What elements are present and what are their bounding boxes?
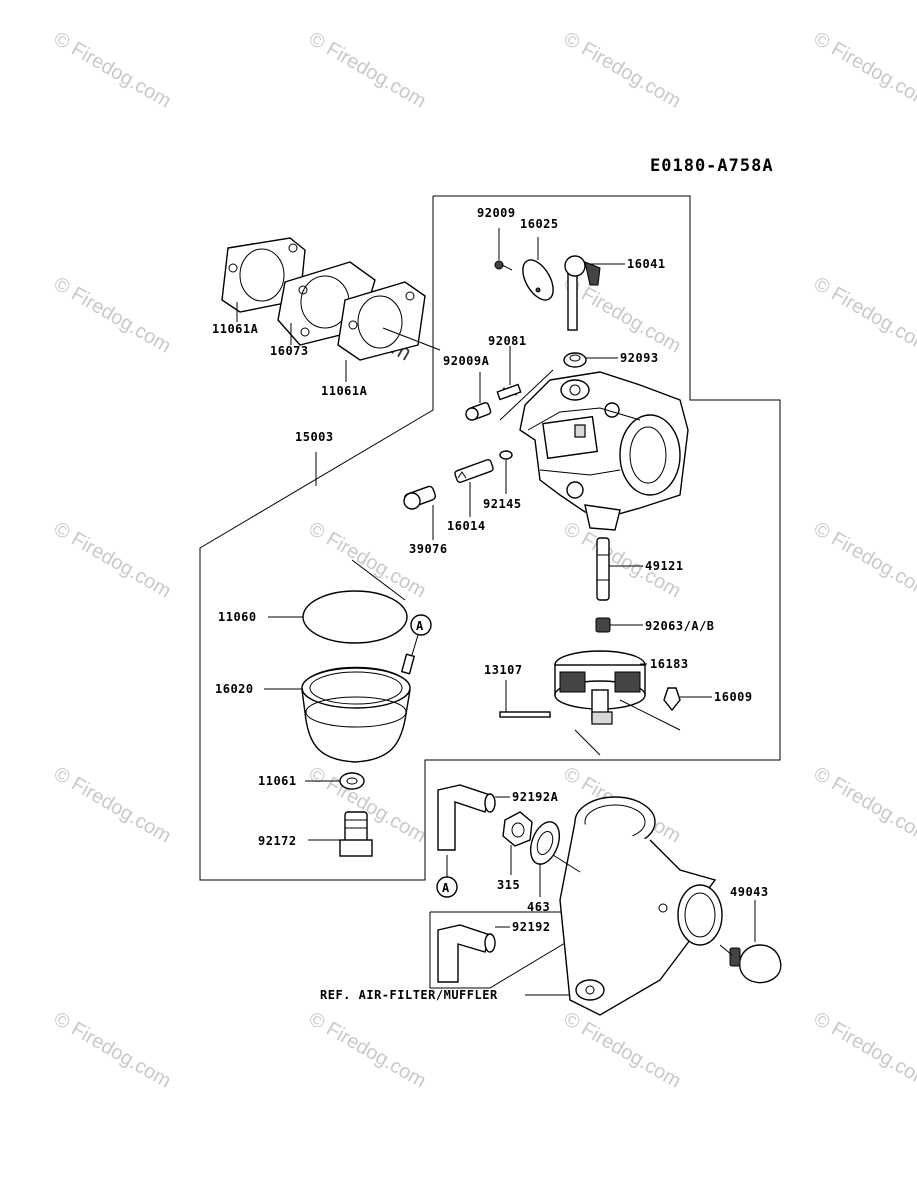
callout-a-leader xyxy=(411,634,419,656)
gasket-11060 xyxy=(302,590,408,644)
watermark: © Firedog.com xyxy=(50,518,175,603)
part-label: 11061 xyxy=(258,774,297,788)
choke-shaft-16041 xyxy=(564,255,601,331)
part-label: 16020 xyxy=(215,682,254,696)
part-label: 11061A xyxy=(212,322,259,336)
callout-a-hose: A xyxy=(436,876,458,898)
main-jet-92063 xyxy=(595,617,611,633)
bleed-pipe-39076 xyxy=(403,485,437,510)
lock-washer-463 xyxy=(529,821,561,865)
assembly-outline xyxy=(199,195,781,881)
watermark: © Firedog.com xyxy=(50,28,175,113)
nozzle-16014 xyxy=(454,459,494,483)
carburetor-body xyxy=(519,371,689,531)
watermark: © Firedog.com xyxy=(810,28,917,113)
hose-92192-outline xyxy=(429,911,571,989)
part-label: 92009 xyxy=(477,206,516,220)
watermark: © Firedog.com xyxy=(50,273,175,358)
float-guide-line xyxy=(619,699,681,731)
watermark: © Firedog.com xyxy=(560,1008,685,1093)
part-label: 11060 xyxy=(218,610,257,624)
part-label: 16009 xyxy=(714,690,753,704)
callout-a-label: A xyxy=(416,619,424,633)
part-label: 49121 xyxy=(645,559,684,573)
watermark: © Firedog.com xyxy=(305,28,430,113)
watermark: © Firedog.com xyxy=(810,273,917,358)
diagram-code: E0180-A758A xyxy=(650,156,774,176)
watermark: © Firedog.com xyxy=(810,518,917,603)
callout-a-label: A xyxy=(442,881,450,895)
watermark: © Firedog.com xyxy=(810,1008,917,1093)
pilot-jet-92009a xyxy=(465,402,492,421)
hose-92192 xyxy=(437,924,496,983)
part-label: 11061A xyxy=(321,384,368,398)
part-label: 16183 xyxy=(650,657,689,671)
seal-92093 xyxy=(563,352,587,368)
part-label: 39076 xyxy=(409,542,448,556)
float-needle-16009 xyxy=(663,687,681,712)
washer-11061 xyxy=(339,772,365,790)
intake-elbow xyxy=(559,796,723,1016)
float-bowl-16020 xyxy=(301,653,416,763)
float-pin-guide xyxy=(574,729,601,756)
part-label: 16025 xyxy=(520,217,559,231)
choke-plate-16025 xyxy=(522,259,554,301)
elbow-guide-line xyxy=(552,854,581,873)
screw-92009 xyxy=(494,260,513,271)
part-label: 92192 xyxy=(512,920,551,934)
o-ring-92145 xyxy=(499,450,513,460)
float-16183 xyxy=(554,650,646,725)
part-label: 92145 xyxy=(483,497,522,511)
watermark: © Firedog.com xyxy=(305,518,430,603)
callout-a-bowl: A xyxy=(410,614,432,636)
watermark: © Firedog.com xyxy=(810,763,917,848)
part-label: 92192A xyxy=(512,790,559,804)
watermark: © Firedog.com xyxy=(50,1008,175,1093)
reference-note: REF. AIR-FILTER/MUFFLER xyxy=(320,988,498,1002)
hose-92192a xyxy=(437,784,496,851)
sensor-49043 xyxy=(719,944,782,984)
leader-92009a xyxy=(382,327,441,351)
part-label: 49043 xyxy=(730,885,769,899)
part-label: 463 xyxy=(527,900,550,914)
part-label: 92009A xyxy=(443,354,490,368)
part-label: 92063/A/B xyxy=(645,619,715,633)
spring-92081 xyxy=(496,383,522,401)
body-guide-line xyxy=(499,369,554,421)
part-label: 92172 xyxy=(258,834,297,848)
watermark: © Firedog.com xyxy=(560,273,685,358)
part-label: 315 xyxy=(497,878,520,892)
bowl-guide-line xyxy=(351,559,406,601)
watermark: © Firedog.com xyxy=(305,1008,430,1093)
emulsion-tube-49121 xyxy=(596,537,610,601)
part-label: 13107 xyxy=(484,663,523,677)
part-label: 92093 xyxy=(620,351,659,365)
float-pin-13107 xyxy=(499,711,551,718)
nut-315 xyxy=(502,811,533,847)
part-label: 15003 xyxy=(295,430,334,444)
part-label: 92081 xyxy=(488,334,527,348)
part-label: 16073 xyxy=(270,344,309,358)
watermark: © Firedog.com xyxy=(50,763,175,848)
drain-bolt-92172 xyxy=(339,811,373,857)
watermark: © Firedog.com xyxy=(560,28,685,113)
part-label: 16014 xyxy=(447,519,486,533)
part-label: 16041 xyxy=(627,257,666,271)
gasket-11061a-bottom xyxy=(337,281,426,361)
